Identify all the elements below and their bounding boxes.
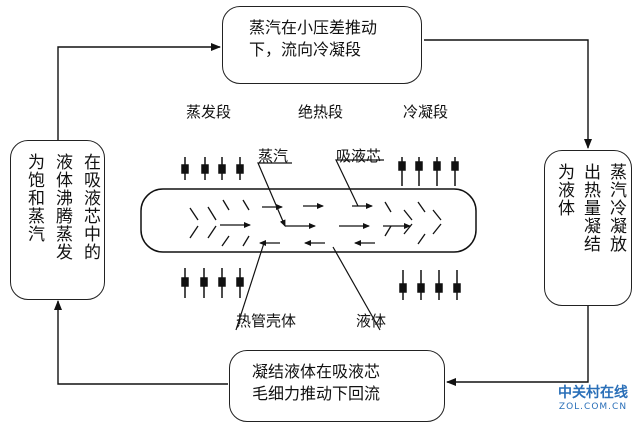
arrow-bottom-to-left bbox=[54, 300, 228, 385]
condensation-col-3: 为液体 bbox=[554, 163, 574, 217]
label-vapor: 蒸汽 bbox=[258, 147, 289, 165]
label-liquid: 液体 bbox=[356, 312, 387, 330]
heat-input-arrows-bottom bbox=[181, 268, 244, 298]
watermark-title: 中关村在线 bbox=[558, 385, 628, 401]
liquid-return-box: 凝结液体在吸液芯 毛细力推动下回流 bbox=[229, 350, 445, 422]
evaporation-box: 在吸液芯中的 液体沸腾蒸发 为饱和蒸汽 bbox=[10, 140, 105, 300]
flow-arrows bbox=[220, 203, 411, 246]
liquid-return-line-2: 毛细力推动下回流 bbox=[252, 384, 381, 403]
label-wick: 吸液芯 bbox=[336, 147, 382, 165]
heat-pipe-shell bbox=[140, 188, 477, 253]
condensation-box: 蒸汽冷凝放 出热量凝结 为液体 bbox=[544, 150, 632, 306]
section-evaporator: 蒸发段 bbox=[186, 103, 232, 121]
section-adiabatic: 绝热段 bbox=[298, 103, 344, 121]
vapor-flow-line-1: 蒸汽在小压差推动 bbox=[249, 18, 378, 37]
condensation-col-1: 蒸汽冷凝放 bbox=[606, 163, 626, 253]
leader-lines bbox=[235, 159, 384, 331]
wick-dashes bbox=[189, 199, 442, 247]
label-shell: 热管壳体 bbox=[236, 312, 297, 330]
evaporation-col-3: 为饱和蒸汽 bbox=[24, 153, 44, 243]
arrow-top-to-right bbox=[424, 39, 592, 149]
evaporation-col-2: 液体沸腾蒸发 bbox=[52, 153, 72, 261]
zol-watermark: 中关村在线 ZOL.COM.CN bbox=[558, 382, 628, 412]
heat-input-arrows-top bbox=[181, 157, 244, 180]
evaporation-col-1: 在吸液芯中的 bbox=[80, 153, 100, 261]
heat-output-arrows-bottom bbox=[399, 270, 461, 300]
watermark-url: ZOL.COM.CN bbox=[558, 402, 628, 412]
arrow-right-to-bottom bbox=[446, 306, 589, 386]
arrow-left-to-top bbox=[57, 43, 221, 140]
section-condenser: 冷凝段 bbox=[403, 103, 449, 121]
liquid-return-line-1: 凝结液体在吸液芯 bbox=[252, 362, 381, 381]
vapor-flow-box: 蒸汽在小压差推动 下，流向冷凝段 bbox=[222, 6, 422, 84]
vapor-flow-line-2: 下，流向冷凝段 bbox=[249, 40, 362, 59]
heat-output-arrows-top bbox=[398, 157, 459, 186]
cycle-arrows bbox=[54, 39, 592, 386]
condensation-col-2: 出热量凝结 bbox=[580, 163, 600, 253]
